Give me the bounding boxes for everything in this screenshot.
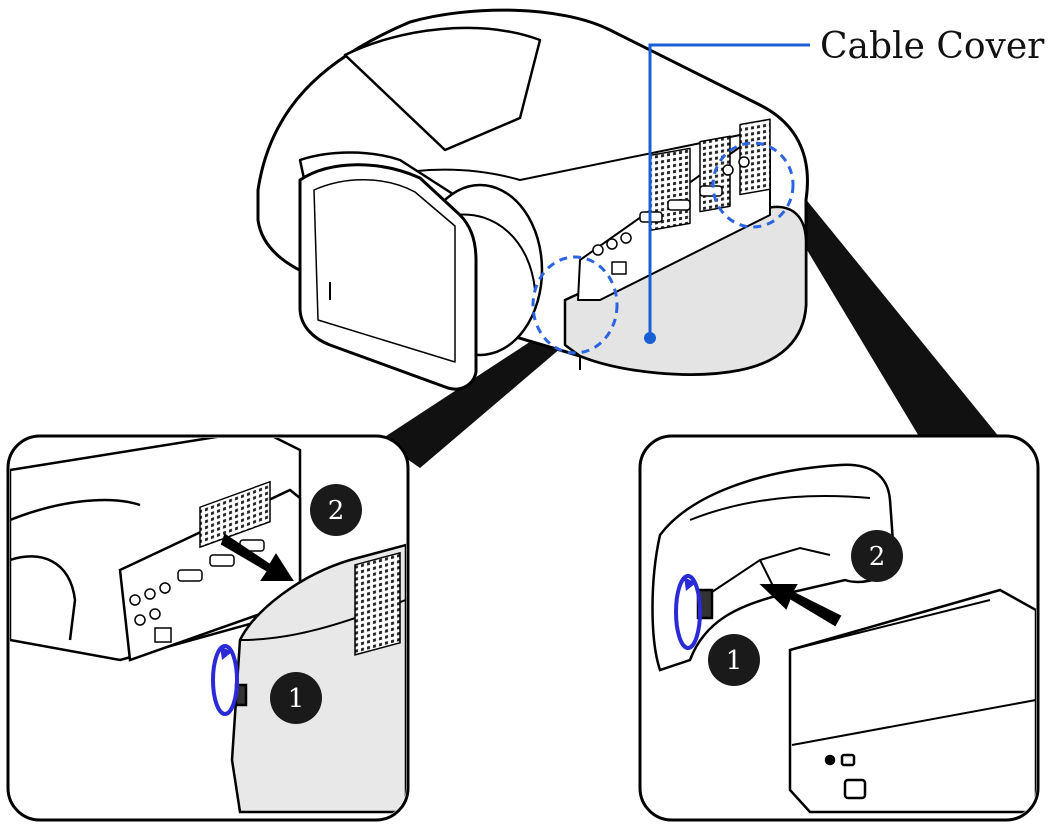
step-badge-right-1: 1 [708, 634, 760, 686]
callout-leader [644, 43, 810, 344]
highlight-circle-right [711, 141, 795, 229]
highlight-circle-left [531, 255, 619, 355]
step-badge-left-1: 1 [270, 672, 322, 724]
cable-cover-region [563, 205, 808, 376]
projector-main [256, 8, 809, 391]
zoom-wedge-left [380, 330, 568, 468]
step-number-left-2: 2 [328, 496, 345, 526]
push-arrow-icon [759, 584, 842, 627]
step-number-right-1: 1 [726, 646, 743, 676]
rotate-arrow-icon-right [674, 574, 702, 650]
step-number-right-2: 2 [869, 542, 886, 572]
step-badge-right-2: 2 [851, 530, 903, 582]
step-badge-left-2: 2 [310, 484, 362, 536]
detail-panel-right: 2 1 [638, 434, 1040, 822]
step-number-left-1: 1 [288, 684, 305, 714]
pull-arrow-icon [220, 533, 294, 581]
callout-label: Cable Cover [820, 26, 1045, 67]
zoom-wedge-right [780, 192, 1000, 438]
rotate-arrow-icon-left [211, 644, 239, 716]
detail-panel-left: 2 1 [6, 434, 410, 822]
